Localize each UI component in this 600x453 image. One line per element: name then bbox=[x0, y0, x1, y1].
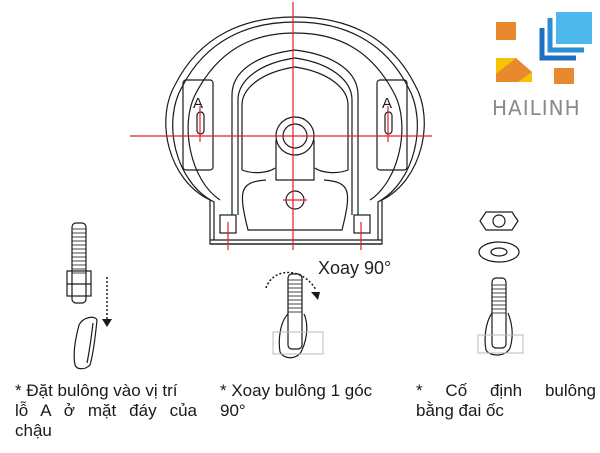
hole-a-label-right: A bbox=[382, 95, 392, 112]
step1-caption-line2: lỗ A ở mặt đáy của bbox=[15, 401, 197, 420]
brand-name: HAILINH bbox=[492, 96, 581, 120]
step1-caption-line1: * Đặt bulông vào vị trí bbox=[15, 381, 178, 400]
step2-caption: * Xoay bulông 1 góc 90° bbox=[220, 381, 402, 421]
step1-caption-line3: chậu bbox=[15, 421, 52, 440]
step2-caption-line1: * Xoay bulông 1 góc bbox=[220, 381, 373, 400]
washer-icon bbox=[478, 241, 520, 263]
step3-caption-line1: * Cố định bulông bbox=[416, 381, 596, 400]
step3-caption-line2: bằng đai ốc bbox=[416, 401, 504, 420]
step1-bolt-drawing bbox=[66, 222, 112, 370]
step2-rotate-drawing bbox=[265, 271, 324, 359]
nut-icon bbox=[479, 211, 519, 231]
step2-caption-line2: 90° bbox=[220, 401, 246, 420]
hole-a-label-left: A bbox=[193, 95, 203, 112]
step1-caption: * Đặt bulông vào vị trí lỗ A ở mặt đáy c… bbox=[15, 381, 197, 441]
logo-mark-icon bbox=[496, 12, 592, 84]
rotate-90-label: Xoay 90° bbox=[318, 258, 392, 278]
hailinh-logo: HAILINH bbox=[488, 10, 598, 125]
step3-caption: * Cố định bulông bằng đai ốc bbox=[416, 381, 596, 421]
basin-bottom-drawing: A A bbox=[130, 2, 432, 250]
rotate-arrow-icon bbox=[311, 292, 320, 300]
step3-fasten-drawing bbox=[477, 211, 524, 356]
